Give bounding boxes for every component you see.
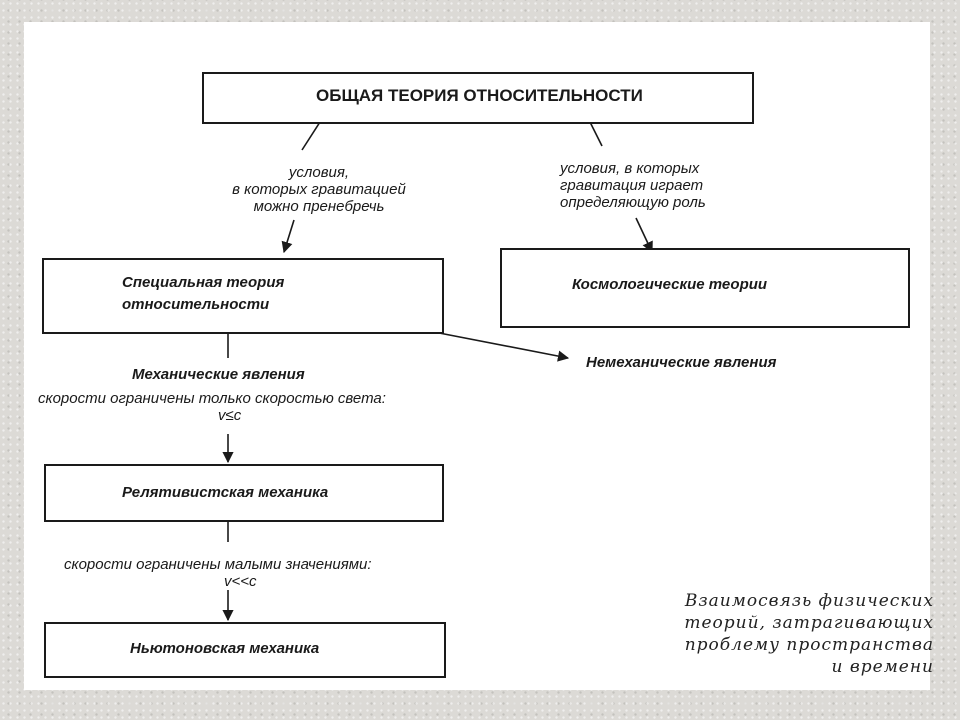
label-gravity-negligible: условия, в которых гравитацией можно пре… — [232, 164, 406, 215]
newtonian-mechanics-box — [44, 622, 446, 678]
special-relativity-label: Специальная теория относительности — [122, 274, 285, 313]
arrow-gr-to-sr — [281, 219, 295, 254]
arrow-sr-to-nonmech — [433, 331, 570, 362]
general-relativity-label: ОБЩАЯ ТЕОРИЯ ОТНОСИТЕЛЬНОСТИ — [316, 86, 643, 105]
label-mechanical: Механические явления — [132, 366, 305, 383]
connector-lines — [222, 121, 653, 622]
speed-light-formula: v≤c — [218, 407, 242, 424]
newtonian-mechanics-label: Ньютоновская механика — [130, 640, 320, 657]
cosmological-theories-box — [500, 248, 910, 328]
label-speed-limited-small: скорости ограничены малыми значениями:v<… — [64, 556, 372, 590]
diagram-sheet: ОБЩАЯ ТЕОРИЯ ОТНОСИТЕЛЬНОСТИ условия, в … — [24, 22, 933, 690]
relativistic-mechanics-box — [44, 464, 444, 522]
relativistic-mechanics-label: Релятивистская механика — [122, 484, 329, 501]
general-relativity-box — [202, 72, 754, 124]
arrow-gr-to-cosmo — [635, 217, 653, 254]
line-gr-to-sr-upper — [301, 121, 321, 151]
special-relativity-box — [42, 258, 444, 334]
label-gravity-decisive: условия, в которых гравитация играет опр… — [560, 160, 706, 211]
label-non-mechanical: Немеханические явления — [586, 354, 777, 371]
cosmological-theories-label: Космологические теории — [572, 276, 768, 293]
speed-small-line: скорости ограничены малыми значениями: — [64, 556, 372, 573]
diagram-caption: Взаимосвязь физических теорий, затрагива… — [684, 591, 934, 677]
speed-small-formula: v<<c — [224, 573, 257, 590]
label-speed-limited-by-light: скорости ограничены только скоростью све… — [38, 390, 538, 424]
line-gr-to-cosmo-upper — [589, 121, 603, 147]
speed-light-line: скорости ограничены только скоростью све… — [38, 390, 386, 407]
